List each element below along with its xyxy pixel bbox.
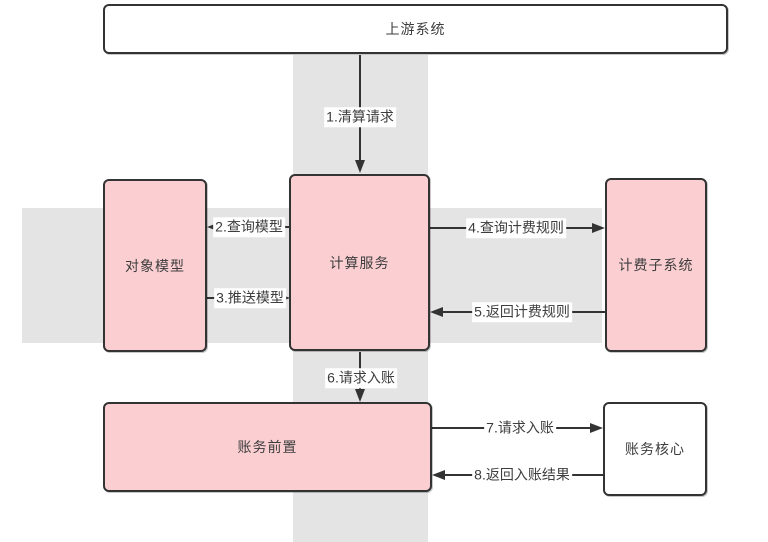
node-calc-service: 计算服务: [289, 174, 430, 351]
edge-4-label: 4.查询计费规则: [466, 218, 566, 238]
node-accounting-core: 账务核心: [603, 402, 707, 496]
node-accounting-core-label: 账务核心: [625, 441, 685, 457]
node-accounting-front-label: 账务前置: [237, 439, 298, 455]
node-upstream-system: 上游系统: [103, 4, 728, 54]
node-object-model: 对象模型: [103, 179, 207, 352]
edge-1-arrowhead: [355, 160, 365, 173]
node-billing-subsystem-label: 计费子系统: [618, 257, 694, 273]
edge-1-label: 1.清算请求: [324, 107, 396, 127]
edge-7-arrowhead: [590, 423, 603, 433]
node-calc-service-label: 计算服务: [329, 254, 390, 271]
edge-7-label: 7.请求入账: [484, 418, 556, 438]
edge-3-label: 3.推送模型: [214, 288, 286, 308]
edge-8-arrowhead: [432, 470, 445, 480]
edge-6-label: 6.请求入账: [325, 368, 397, 388]
node-billing-subsystem: 计费子系统: [605, 178, 707, 352]
edge-5-label: 5.返回计费规则: [472, 302, 572, 322]
edge-4-arrowhead: [592, 223, 605, 233]
node-object-model-label: 对象模型: [125, 257, 185, 274]
edge-5-arrowhead: [430, 307, 443, 317]
node-upstream-system-label: 上游系统: [385, 21, 446, 37]
edge-2-label: 2.查询模型: [213, 217, 285, 237]
edge-8-label: 8.返回入账结果: [472, 465, 572, 485]
node-accounting-front: 账务前置: [103, 402, 432, 492]
edge-6-arrowhead: [355, 389, 365, 402]
